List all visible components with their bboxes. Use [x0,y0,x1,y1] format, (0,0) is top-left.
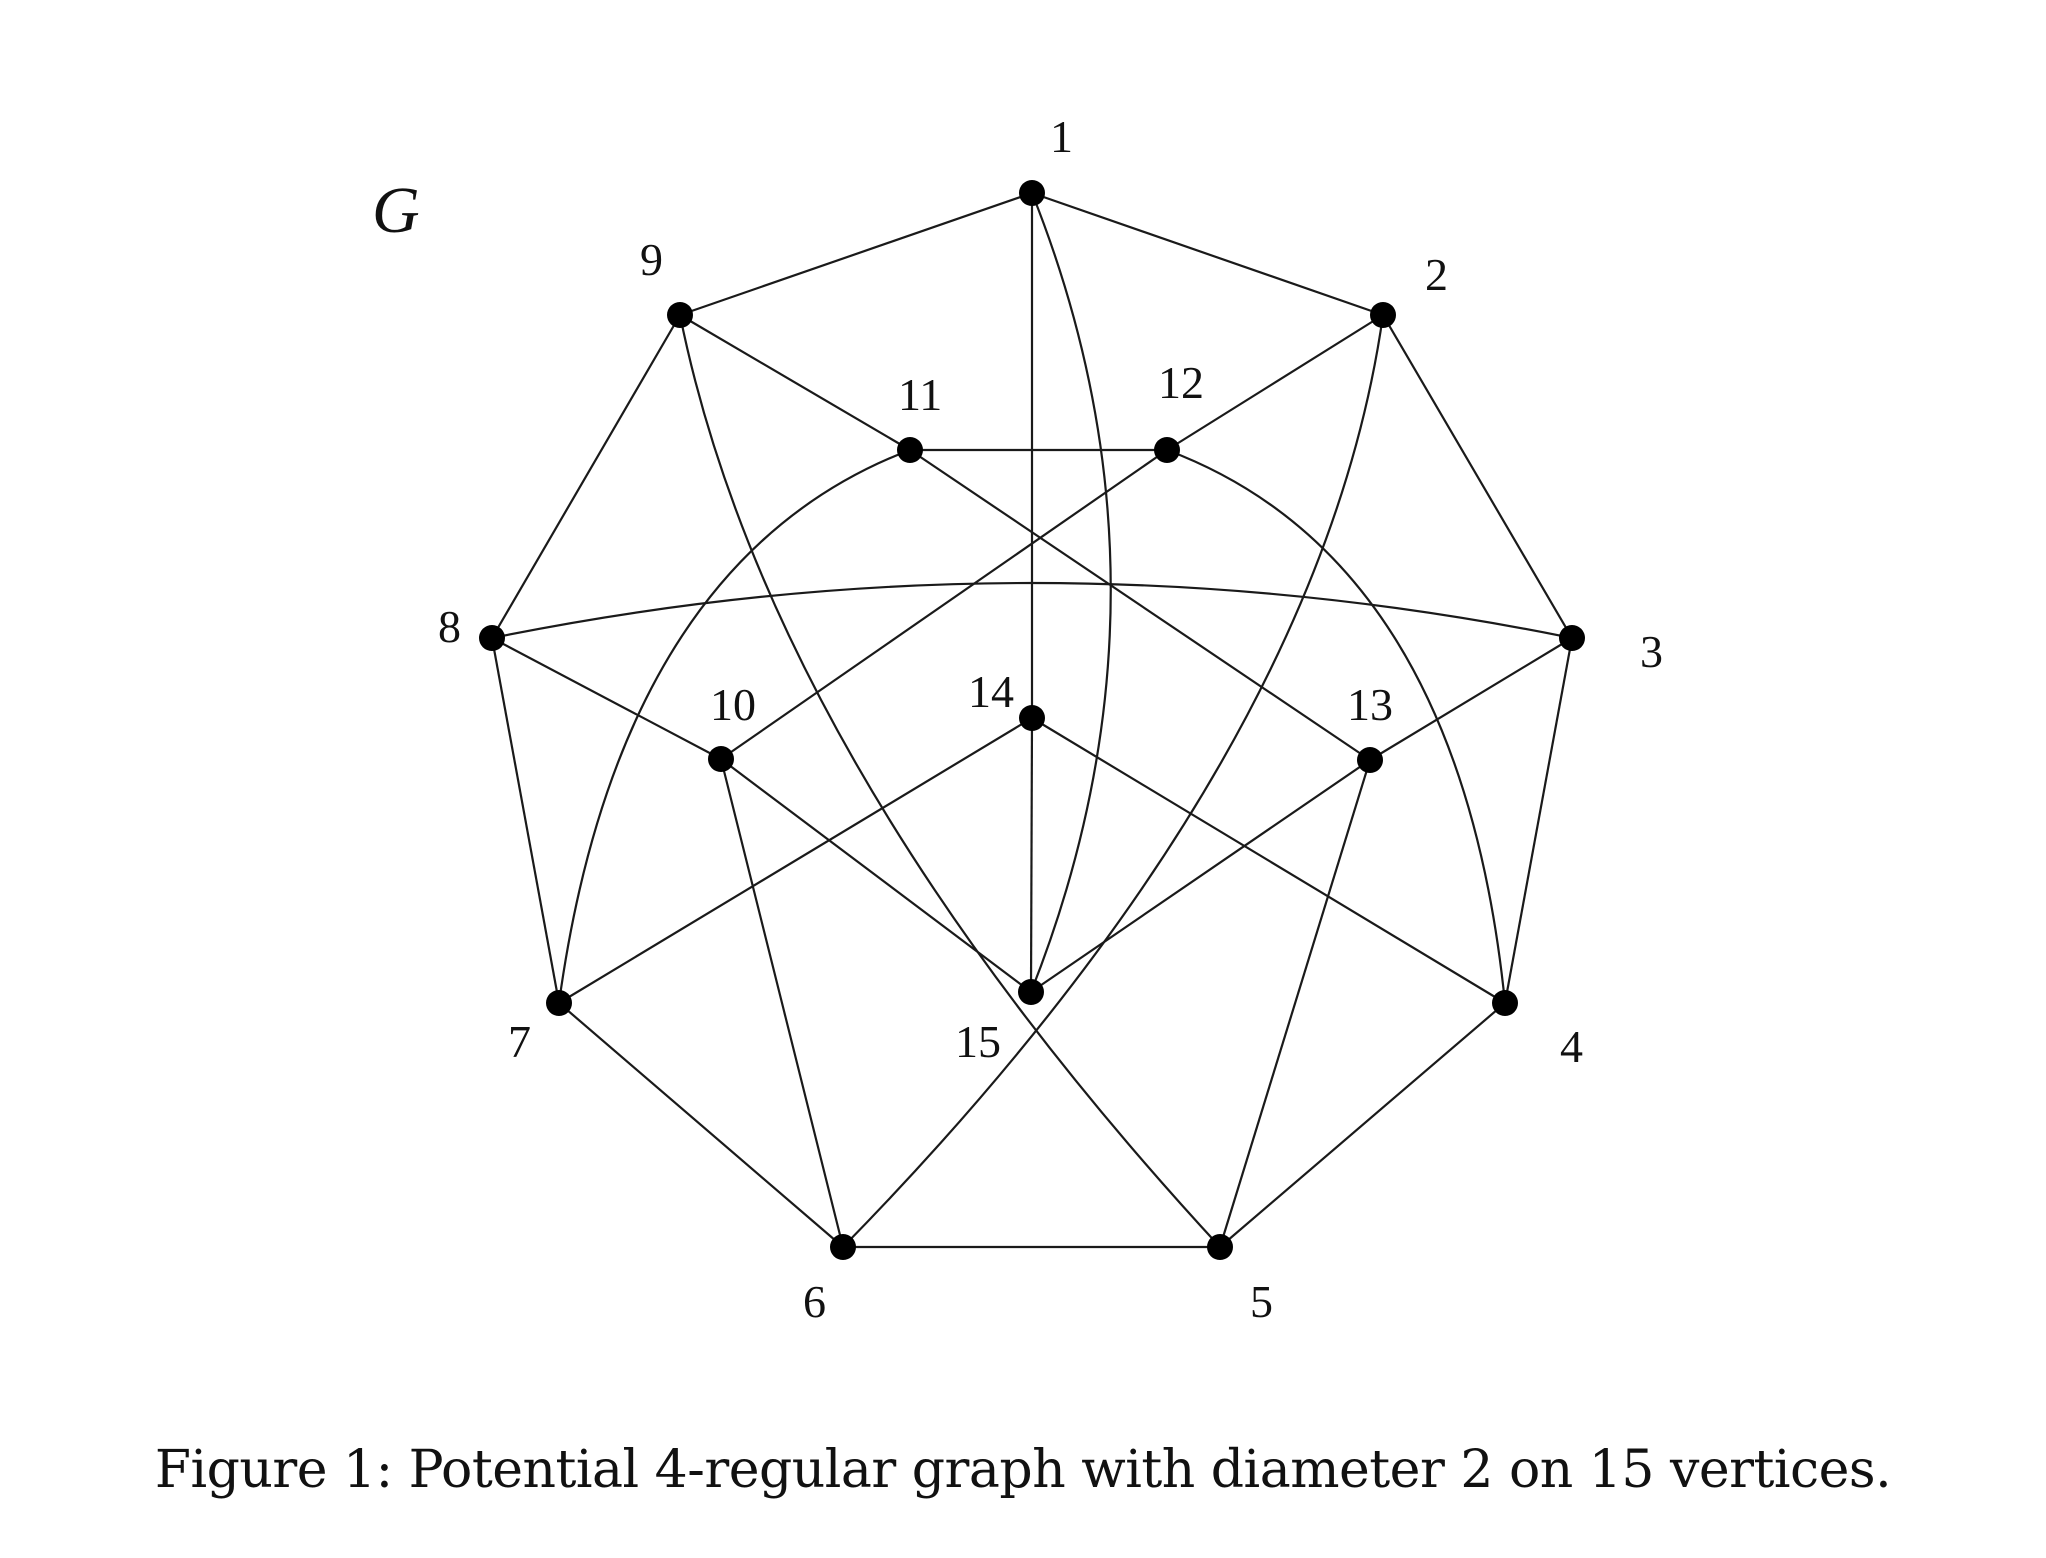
edge-10-6 [719,758,845,1248]
vertex-13 [1357,747,1383,773]
edge-14-4 [1031,717,1506,1004]
edge-9-5 [678,314,1221,1248]
vertex-10 [708,746,734,772]
vertex-label-7: 7 [508,1016,531,1067]
vertex-label-6: 6 [803,1276,826,1327]
vertex-9 [667,302,693,328]
vertex-label-10: 10 [710,679,756,730]
edge-6-7 [558,1002,844,1248]
vertex-12 [1154,437,1180,463]
edge-1-2 [1031,191,1384,317]
edge-11-7 [557,448,911,1004]
edge-12-10 [720,449,1168,760]
vertex-1 [1019,180,1045,206]
vertex-label-9: 9 [640,234,663,285]
edge-8-10 [491,637,722,760]
vertex-8 [479,625,505,651]
graph-edges [490,191,1574,1249]
edge-8-3 [491,581,1573,640]
vertex-4 [1492,990,1518,1016]
vertex-label-12: 12 [1158,357,1204,408]
vertex-14 [1019,705,1045,731]
edge-9-11 [679,314,911,451]
vertex-label-4: 4 [1560,1021,1583,1072]
edge-10-15 [720,758,1032,993]
edge-13-5 [1218,759,1372,1248]
edge-1-9 [679,191,1033,317]
vertex-label-15: 15 [955,1016,1001,1067]
edge-11-13 [909,449,1371,761]
graph-name-label: G [372,174,420,247]
vertex-2 [1370,302,1396,328]
vertex-label-2: 2 [1425,249,1448,300]
edge-13-15 [1030,759,1371,993]
vertex-label-14: 14 [968,666,1014,717]
edge-2-3 [1382,314,1573,639]
edge-8-9 [491,314,681,639]
edge-14-15 [1029,717,1034,993]
edge-1-15 [1029,192,1112,993]
edge-12-4 [1166,448,1507,1004]
vertex-label-5: 5 [1250,1276,1273,1327]
vertex-3 [1559,625,1585,651]
edge-7-8 [490,637,561,1004]
vertex-label-1: 1 [1050,111,1073,162]
edge-2-6 [842,314,1385,1248]
vertex-label-11: 11 [898,369,942,420]
edge-14-7 [558,717,1033,1004]
figure-caption: Figure 1: Potential 4-regular graph with… [154,1440,1892,1500]
vertex-7 [546,990,572,1016]
edge-4-5 [1219,1002,1506,1248]
vertex-6 [830,1234,856,1260]
edge-3-13 [1369,637,1573,761]
vertex-label-3: 3 [1640,626,1663,677]
vertex-15 [1018,979,1044,1005]
vertex-11 [897,437,923,463]
edge-3-4 [1503,637,1574,1004]
edge-2-12 [1166,314,1384,451]
vertex-5 [1207,1234,1233,1260]
graph-vertices [479,180,1585,1260]
vertex-label-8: 8 [438,601,461,652]
vertex-label-13: 13 [1347,679,1393,730]
